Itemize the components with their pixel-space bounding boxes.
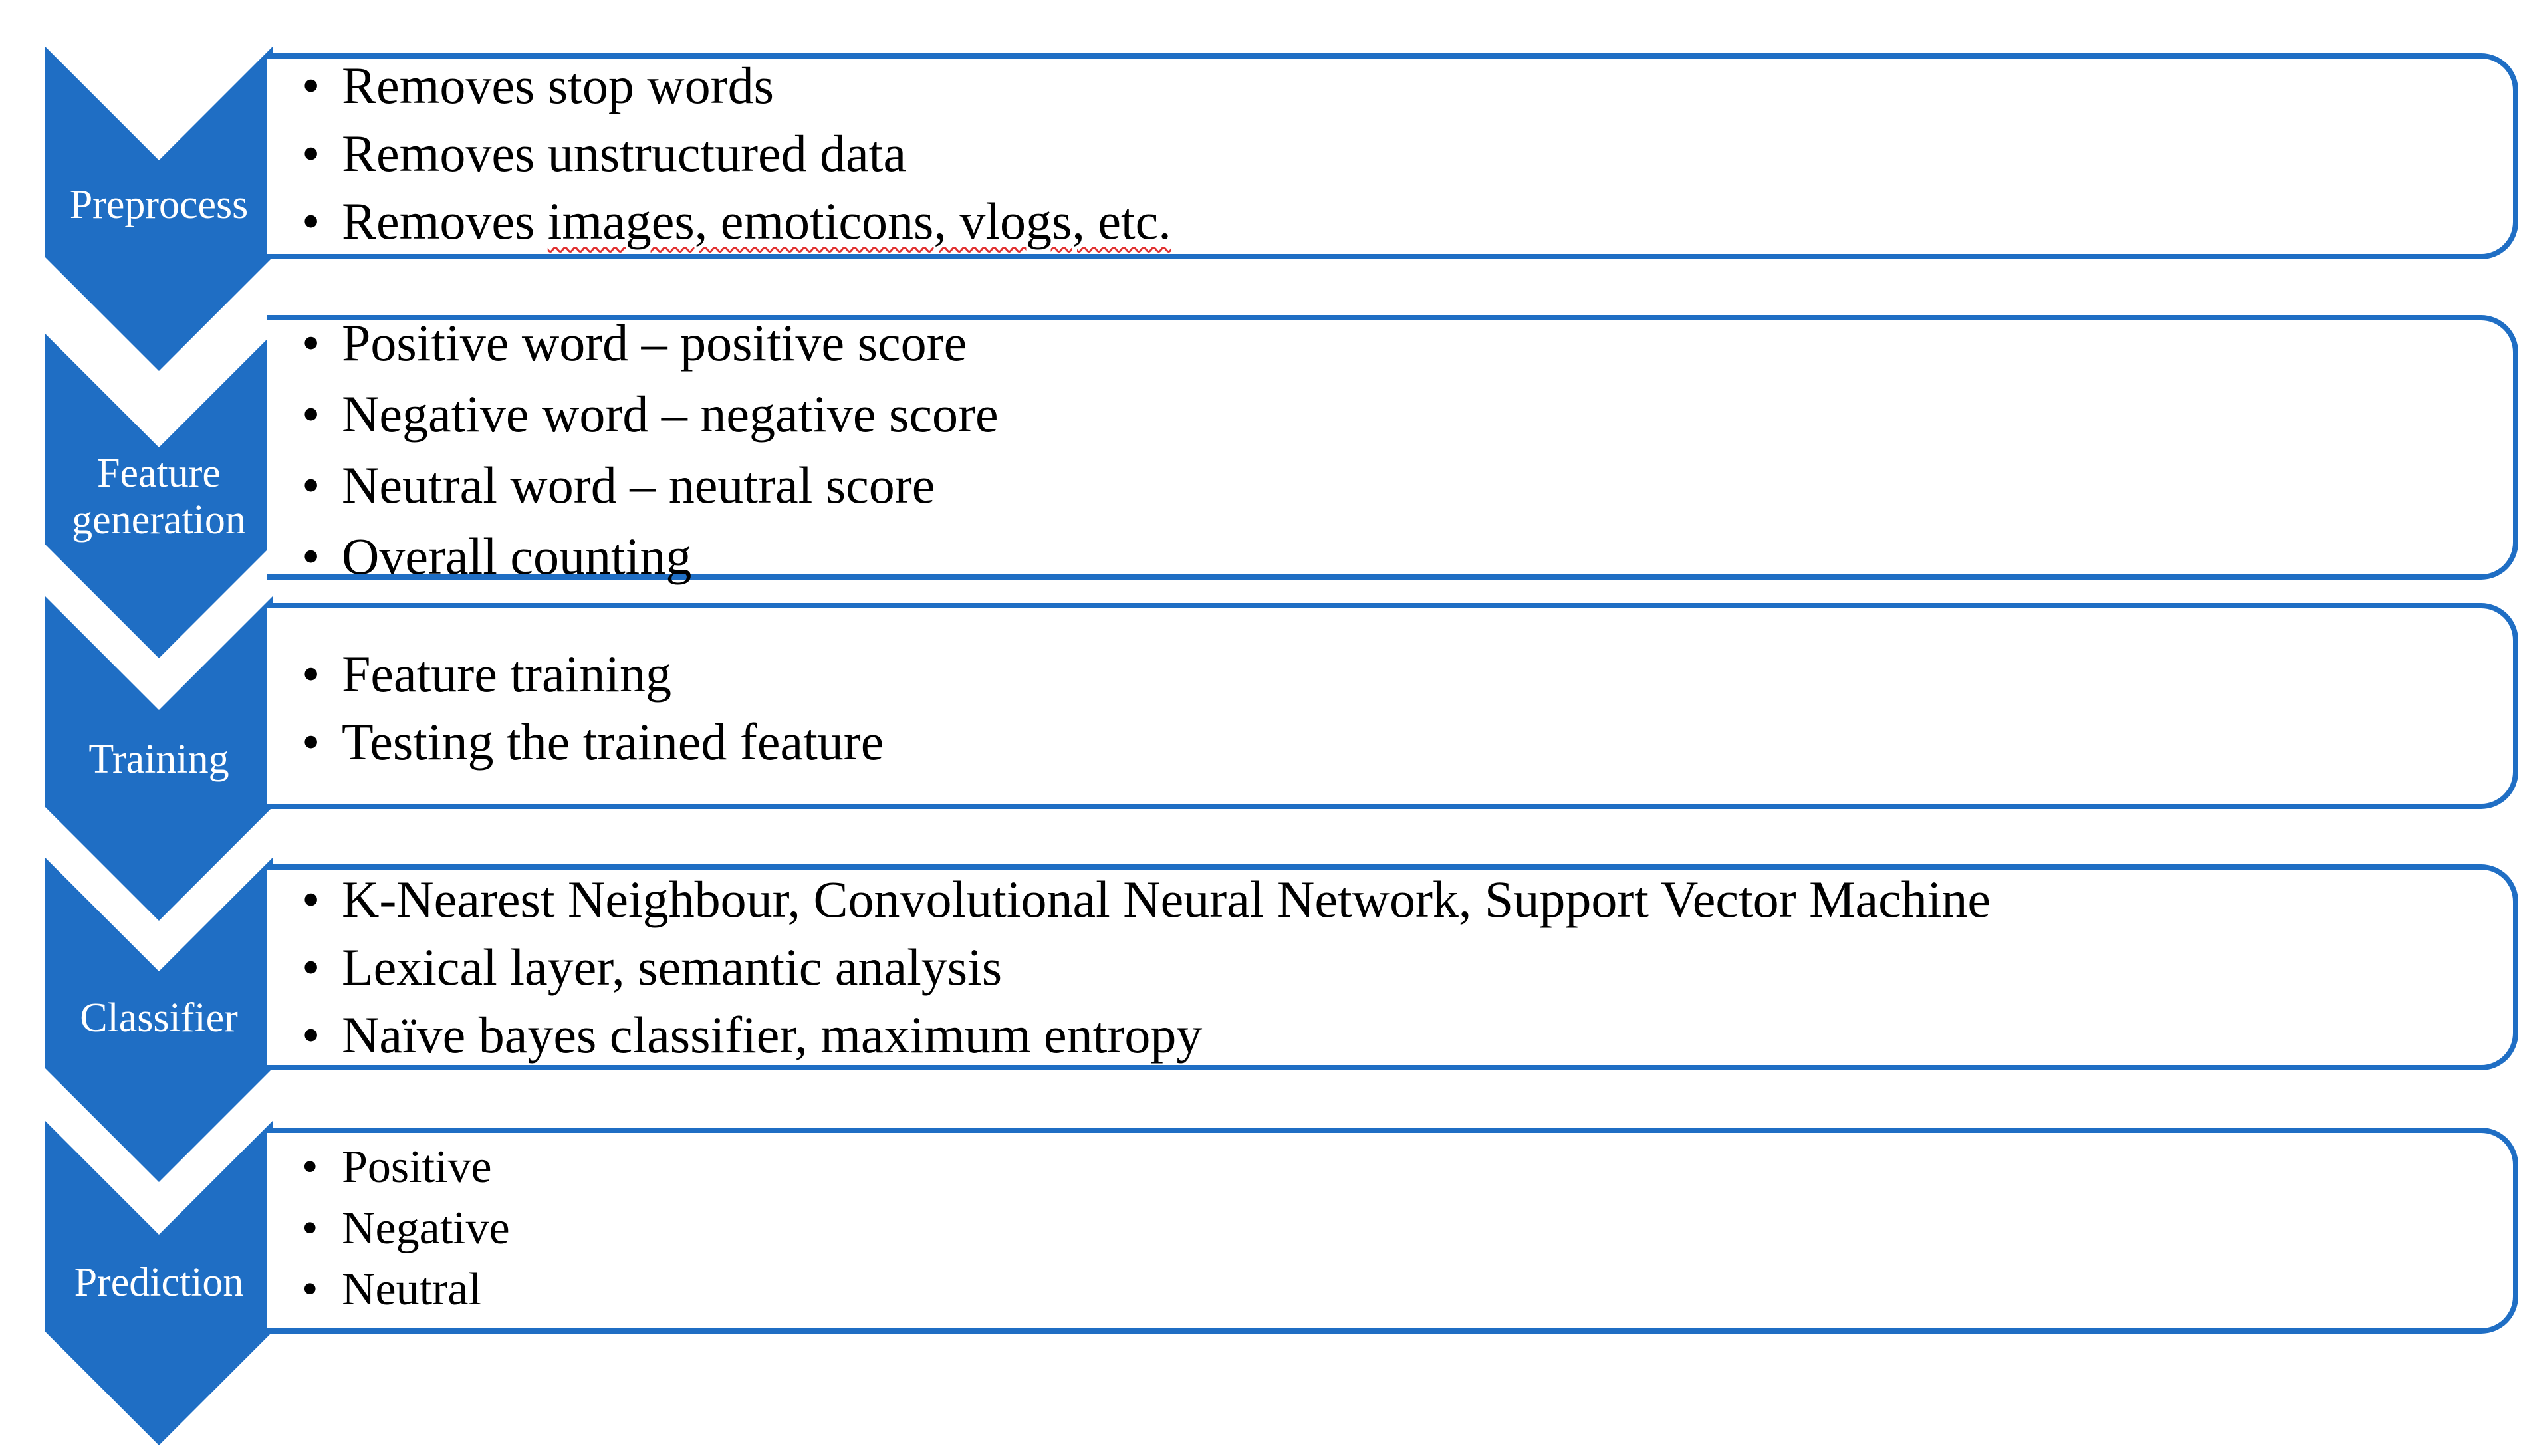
bullet-text: Naïve bayes classifier, maximum entropy [342, 1006, 1203, 1064]
chevron-shape [45, 1121, 273, 1445]
chevron-shape [45, 334, 273, 658]
bullet-item: Neutral [302, 1259, 510, 1320]
bullet-item: Negative word – negative score [302, 378, 999, 449]
chevron-shape [45, 47, 273, 371]
chevron-shape [45, 596, 273, 921]
chevron-training: Training [45, 596, 273, 921]
bullet-text: K-Nearest Neighbour, Convolutional Neura… [342, 870, 1991, 928]
bullet-text: Negative [342, 1203, 510, 1254]
chevron-polygon [45, 596, 273, 921]
chevron-shape [45, 858, 273, 1182]
bullet-list: Feature training Testing the trained fea… [302, 640, 884, 776]
bullet-text: Removes unstructured data [342, 124, 907, 182]
chevron-prediction: Prediction [45, 1121, 273, 1445]
stage-box-feature-generation: Positive word – positive score Negative … [267, 307, 2518, 592]
bullet-item: Removes unstructured data [302, 120, 1171, 187]
chevron-polygon [45, 1121, 273, 1445]
bullet-item: Lexical layer, semantic analysis [302, 933, 1991, 1001]
bullet-item: Positive word – positive score [302, 307, 999, 378]
bullet-text: Removes stop words [342, 57, 774, 114]
bullet-list: Removes stop words Removes unstructured … [302, 52, 1171, 255]
bullet-text: Testing the trained feature [342, 713, 884, 771]
bullet-text: Neutral word – neutral score [342, 456, 935, 514]
chevron-polygon [45, 858, 273, 1182]
bullet-item: Neutral word – neutral score [302, 449, 999, 521]
stage-box-training: Feature training Testing the trained fea… [267, 603, 2518, 809]
stage-box-preprocess: Removes stop words Removes unstructured … [267, 52, 2518, 259]
bullet-item: Naïve bayes classifier, maximum entropy [302, 1001, 1991, 1069]
chevron-polygon [45, 334, 273, 658]
bullet-text: Overall counting [342, 527, 692, 585]
bullet-item: Overall counting [302, 521, 999, 592]
stage-label: Prediction [74, 1260, 244, 1305]
bullet-text: Negative word – negative score [342, 385, 999, 443]
bullet-text: Positive word – positive score [342, 314, 967, 372]
bullet-list: K-Nearest Neighbour, Convolutional Neura… [302, 866, 1991, 1069]
bullet-item: Testing the trained feature [302, 708, 884, 776]
bullet-list: Positive word – positive score Negative … [302, 307, 999, 592]
bullet-text: Feature training [342, 645, 671, 703]
stage-label: Classifier [80, 995, 238, 1040]
bullet-text: Removes images, emoticons, vlogs, etc. [342, 192, 1171, 250]
spellcheck-underline: images, emoticons, vlogs, etc. [547, 192, 1171, 250]
bullet-item: Removes stop words [302, 52, 1171, 120]
chevron-feature-generation: Feature generation [45, 334, 273, 658]
stage-label: Preprocess [69, 182, 249, 227]
bullet-text: Lexical layer, semantic analysis [342, 938, 1003, 996]
bullet-item: K-Nearest Neighbour, Convolutional Neura… [302, 866, 1991, 933]
stage-box-prediction: Positive Negative Neutral [267, 1128, 2518, 1334]
bullet-item: Positive [302, 1137, 510, 1198]
chevron-polygon [45, 47, 273, 371]
bullet-list: Positive Negative Neutral [302, 1137, 510, 1320]
chevron-classifier: Classifier [45, 858, 273, 1182]
bullet-item: Removes images, emoticons, vlogs, etc. [302, 187, 1171, 255]
bullet-item: Negative [302, 1198, 510, 1259]
bullet-item: Feature training [302, 640, 884, 708]
stage-box-classifier: K-Nearest Neighbour, Convolutional Neura… [267, 864, 2518, 1070]
stage-label: Feature generation [72, 451, 246, 543]
chevron-preprocess: Preprocess [45, 47, 273, 371]
stage-label: Training [88, 737, 229, 782]
bullet-text: Positive [342, 1142, 492, 1193]
bullet-text: Neutral [342, 1264, 481, 1315]
